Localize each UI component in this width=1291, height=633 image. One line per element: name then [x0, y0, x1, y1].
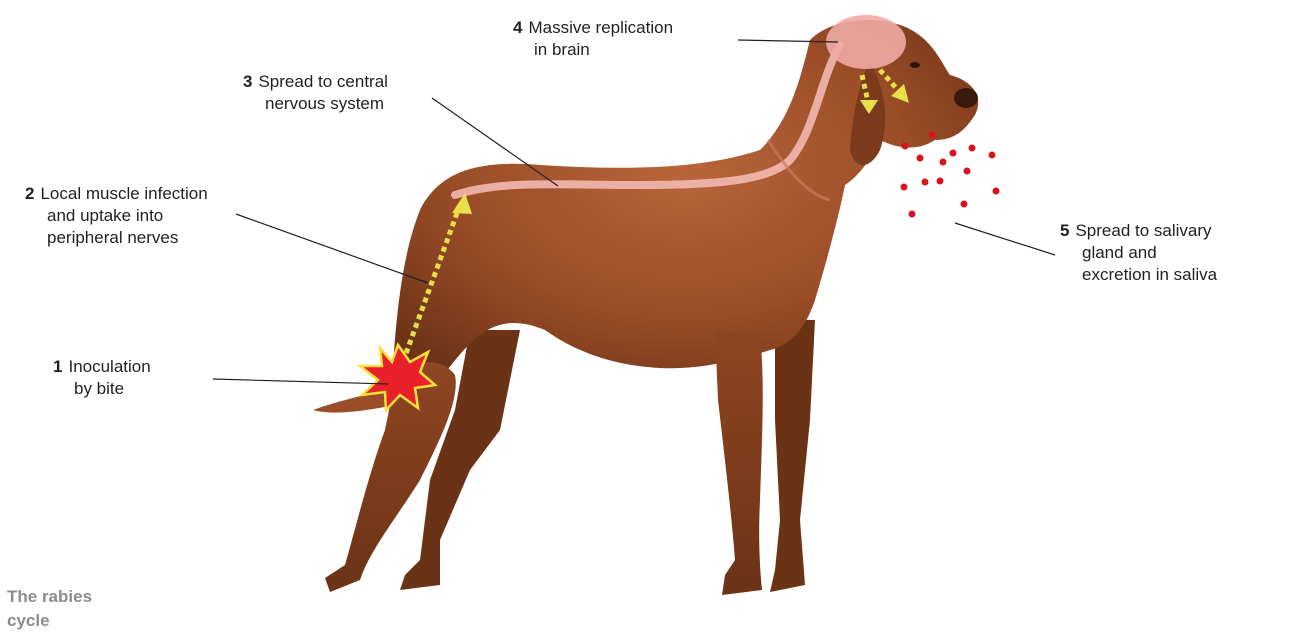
step-text-line: in brain — [513, 39, 673, 61]
figure-caption: The rabies cycle — [7, 585, 92, 633]
saliva-drop — [902, 143, 909, 150]
saliva-drop — [961, 201, 968, 208]
step-text-line: Spread to salivary — [1075, 221, 1211, 240]
step-4-label: 4 Massive replication in brain — [513, 17, 673, 61]
step-number: 3 — [243, 72, 252, 91]
saliva-drop — [969, 145, 976, 152]
step-number: 4 — [513, 18, 522, 37]
dog-illustration — [313, 20, 978, 595]
step-text-line: Massive replication — [528, 18, 673, 37]
step-1-label: 1 Inoculation by bite — [53, 356, 151, 400]
step-text-line: by bite — [53, 378, 151, 400]
step-text-line: Inoculation — [68, 357, 150, 376]
dog-eye — [910, 62, 920, 68]
step-number: 5 — [1060, 221, 1069, 240]
dog-far-front-leg — [770, 320, 815, 592]
step-number: 2 — [25, 184, 34, 203]
step-3-label: 3 Spread to central nervous system — [243, 71, 388, 115]
step-text-line: Spread to central — [258, 72, 387, 91]
saliva-drop — [940, 159, 947, 166]
dog-near-front-leg — [715, 330, 763, 595]
caption-line: The rabies — [7, 587, 92, 606]
saliva-drop — [929, 132, 936, 139]
step-text-line: and uptake into — [25, 205, 208, 227]
dog-nose — [954, 88, 978, 108]
saliva-drop — [922, 179, 929, 186]
step-5-label: 5 Spread to salivary gland and excretion … — [1060, 220, 1217, 286]
step-text-line: excretion in saliva — [1060, 264, 1217, 286]
saliva-drop — [917, 155, 924, 162]
saliva-drop — [937, 178, 944, 185]
leader-line-step-2 — [236, 214, 428, 283]
step-text-line: nervous system — [243, 93, 388, 115]
leader-line-step-5 — [955, 223, 1055, 255]
step-number: 1 — [53, 357, 62, 376]
saliva-drop — [950, 150, 957, 157]
leader-line-step-1 — [213, 379, 388, 384]
step-text-line: Local muscle infection — [40, 184, 207, 203]
step-text-line: peripheral nerves — [25, 227, 208, 249]
saliva-drop — [993, 188, 1000, 195]
saliva-drop — [909, 211, 916, 218]
saliva-drop — [964, 168, 971, 175]
saliva-drop — [989, 152, 996, 159]
saliva-drop — [901, 184, 908, 191]
step-text-line: gland and — [1060, 242, 1217, 264]
